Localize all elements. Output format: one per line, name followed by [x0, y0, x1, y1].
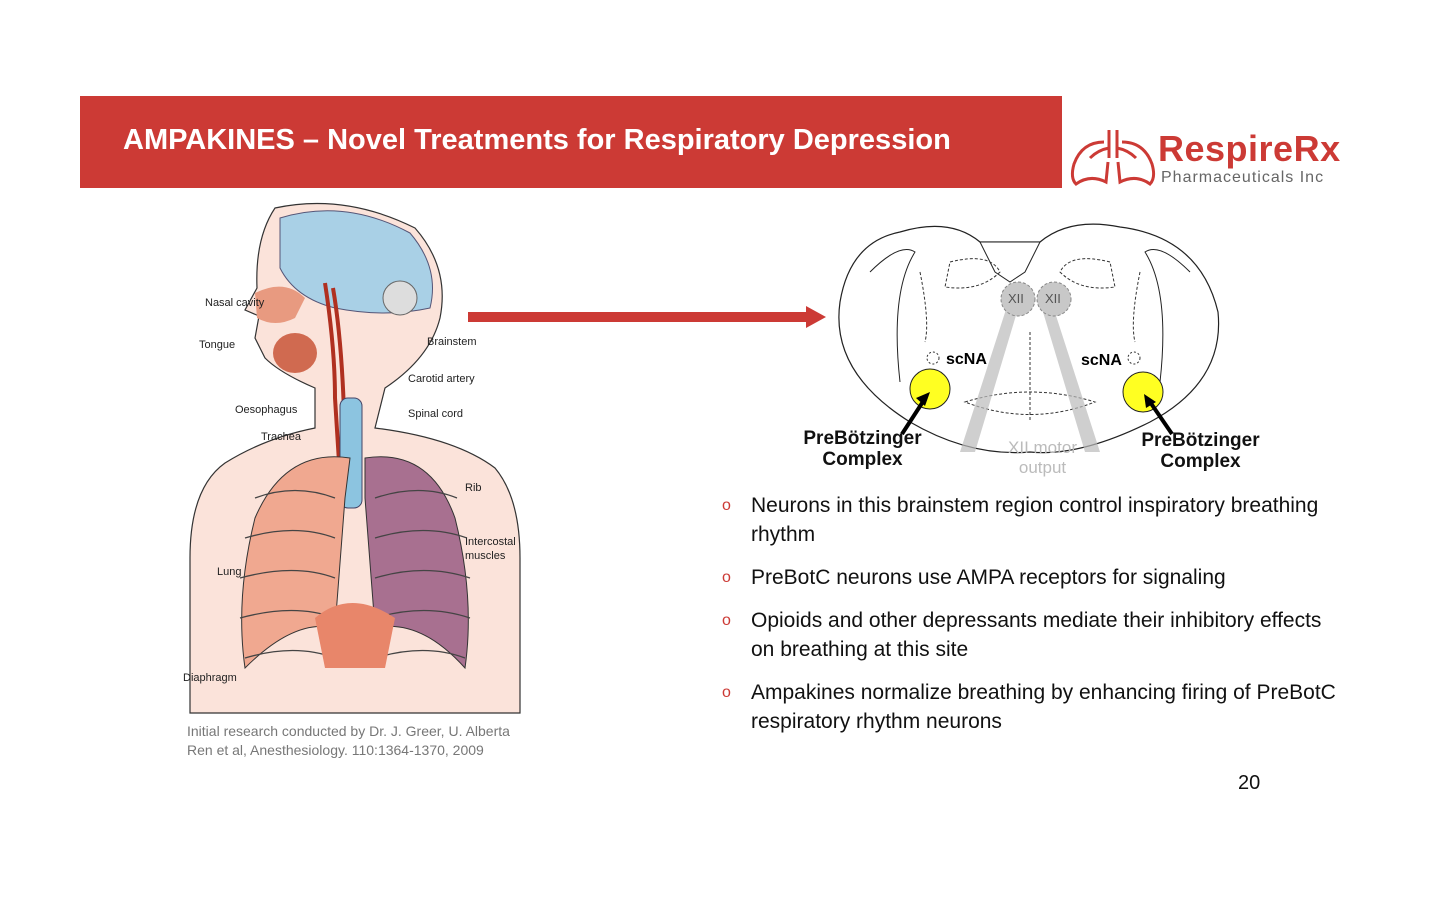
motor-output-label: XII motor output [1008, 438, 1077, 477]
right-arrow-icon [468, 306, 826, 328]
label-spinal-cord: Spinal cord [408, 408, 464, 420]
bullet-text: PreBotC neurons use AMPA receptors for s… [751, 566, 1226, 589]
label-oesophagus: Oesophagus [235, 404, 298, 416]
bullet-text: Ampakines normalize breathing by enhanci… [751, 681, 1336, 733]
prebotzinger-right-label: PreBötzinger Complex [1141, 430, 1260, 472]
label-nasal-cavity: Nasal cavity [205, 297, 265, 309]
citation-line-1: Initial research conducted by Dr. J. Gre… [187, 723, 510, 739]
xii-right-label: XII [1045, 291, 1061, 306]
xii-left-nucleus [1000, 281, 1036, 317]
bullet-mark: o [722, 612, 731, 629]
xii-right-nucleus [1036, 281, 1072, 317]
slide-title: AMPAKINES – Novel Treatments for Respira… [123, 124, 951, 156]
bullet-mark: o [722, 684, 731, 701]
bullet-text: Opioids and other depressants mediate th… [751, 609, 1322, 661]
label-trachea: Trachea [261, 431, 301, 443]
label-brainstem: Brainstem [427, 336, 477, 348]
bullet-item: o Opioids and other depressants mediate t… [722, 606, 1342, 664]
bullet-item: o PreBotC neurons use AMPA receptors for … [722, 563, 1342, 592]
logo-subtitle: Pharmaceuticals Inc [1161, 169, 1325, 186]
brainstem-cross-section-diagram [838, 223, 1220, 454]
bullet-item: o Neurons in this brainstem region contro… [722, 491, 1342, 549]
label-lung: Lung [217, 566, 242, 578]
label-intercostal-muscles: Intercostal muscles [465, 536, 516, 562]
label-carotid-artery: Carotid artery [408, 373, 475, 385]
bullet-text: Neurons in this brainstem region control… [751, 494, 1319, 546]
prebotc-left-marker [909, 368, 951, 410]
respiratory-anatomy-illustration [189, 202, 521, 714]
bullet-mark: o [722, 497, 731, 514]
prebotzinger-left-label: PreBötzinger Complex [803, 428, 922, 470]
xii-left-label: XII [1008, 291, 1024, 306]
scna-left-label: scNA [946, 351, 987, 368]
title-bar: AMPAKINES – Novel Treatments for Respira… [80, 96, 1062, 188]
prebotc-right-marker [1122, 371, 1164, 413]
label-diaphragm: Diaphragm [183, 672, 237, 684]
bullet-item: o Ampakines normalize breathing by enhanc… [722, 678, 1342, 736]
scna-right-label: scNA [1081, 352, 1122, 369]
logo-name: RespireRx [1158, 128, 1341, 169]
label-tongue: Tongue [199, 339, 236, 351]
lungs-logo-icon [1070, 130, 1156, 186]
label-rib: Rib [465, 482, 482, 494]
citation-line-2: Ren et al, Anesthesiology. 110:1364-1370… [187, 742, 484, 758]
bullet-mark: o [722, 569, 731, 586]
page-number: 20 [1238, 772, 1261, 794]
